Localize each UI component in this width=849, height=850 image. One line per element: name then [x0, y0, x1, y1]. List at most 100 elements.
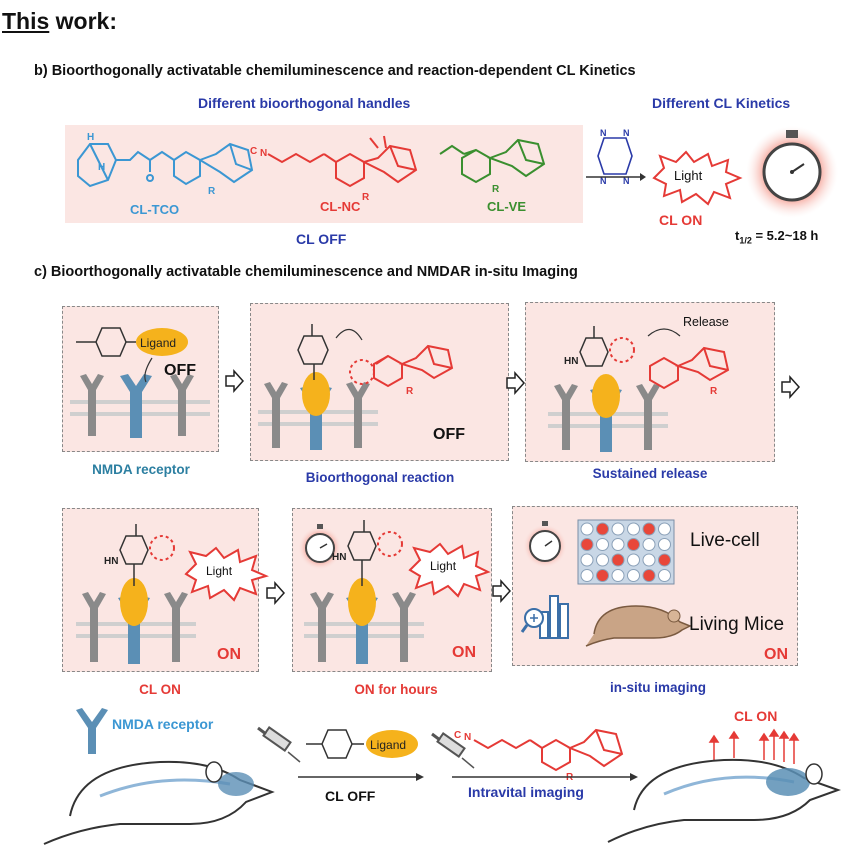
svg-text:N: N — [600, 176, 607, 186]
caption-sustained-release: Sustained release — [592, 466, 708, 481]
caption-bioorthogonal-reaction: Bioorthogonal reaction — [305, 470, 455, 485]
ligand-label: Ligand — [370, 738, 406, 752]
well — [627, 522, 640, 536]
receptor-membrane-1 — [70, 374, 210, 438]
hn-label: HN — [104, 556, 118, 567]
section-c-title: c) Bioorthogonally activatable chemilumi… — [34, 264, 578, 280]
receptor-legend-icon — [76, 708, 108, 754]
receptor-membrane-2 — [258, 372, 378, 450]
pyridazine-2: HN — [332, 520, 403, 586]
ligand-tetrazine-bottom: Ligand — [306, 729, 418, 759]
stopwatch-icon — [746, 126, 838, 218]
well — [627, 569, 640, 582]
stopwatch-icon — [523, 521, 567, 568]
arrow-right-icon — [586, 173, 646, 181]
well — [642, 553, 656, 567]
light-label: Light — [674, 168, 703, 183]
cl-off-label: CL OFF — [296, 231, 347, 247]
well — [658, 569, 671, 582]
off-state-1: OFF — [164, 362, 196, 379]
svg-text:N: N — [600, 128, 607, 138]
half-life-label: t1/2 = 5.2~18 h — [735, 228, 819, 246]
on-state-1: ON — [217, 646, 241, 663]
pyridazine-released: R HN — [564, 326, 730, 397]
well — [596, 538, 609, 551]
c-atom-label: C — [250, 146, 257, 157]
living-mice-label: Living Mice — [689, 614, 785, 635]
release-label: Release — [683, 315, 729, 329]
arrow-right-icon — [781, 375, 801, 399]
bar-chart-magnifier-icon — [520, 595, 569, 639]
r-group-label: R — [208, 186, 216, 197]
well — [627, 538, 640, 551]
probe-label-tco: CL-TCO — [130, 202, 180, 217]
light-label: Light — [430, 559, 457, 573]
arrow-right-icon — [266, 581, 286, 605]
h-atom-label: H — [87, 132, 94, 143]
n-atom-label: N — [260, 148, 267, 159]
probes-panel — [65, 125, 583, 223]
r-group-label: R — [492, 184, 500, 195]
caption-on-for-hours: ON for hours — [354, 682, 438, 697]
ligand-label: Ligand — [140, 336, 176, 350]
cl-tco-structure: H H R — [77, 132, 254, 197]
arrow-right-icon — [492, 579, 512, 603]
well — [658, 522, 671, 536]
well — [596, 553, 609, 567]
tetrazine-reagent: N N N N — [597, 128, 633, 186]
well — [596, 569, 609, 582]
light-burst-icon — [408, 542, 491, 598]
cl-on-bottom: CL ON — [734, 708, 778, 724]
page-title: This work: — [2, 8, 118, 34]
tetrazine-on-receptor: R — [297, 324, 454, 397]
handles-label: Different bioorthogonal handles — [198, 95, 411, 111]
mouse-icon — [43, 760, 275, 845]
well — [611, 538, 625, 551]
syringe-icon — [431, 732, 475, 769]
caption-cl-on: CL ON — [139, 682, 181, 697]
hn-label: HN — [564, 356, 578, 367]
cl-off-bottom: CL OFF — [325, 788, 376, 804]
kinetics-label: Different CL Kinetics — [652, 95, 791, 111]
cl-ve-structure: R — [439, 138, 546, 195]
well — [580, 522, 594, 536]
arrow-right-icon — [225, 369, 245, 393]
on-state-3: ON — [764, 646, 788, 663]
hn-label: HN — [332, 552, 346, 563]
light-label: Light — [206, 564, 233, 578]
r-group-label: R — [710, 386, 718, 397]
well — [611, 569, 625, 582]
well — [580, 569, 594, 582]
well — [642, 538, 656, 551]
stopwatch-icon — [298, 524, 342, 570]
h-atom-label: H — [98, 162, 105, 173]
r-group-label: R — [406, 386, 414, 397]
svg-text:N: N — [464, 732, 471, 743]
light-burst-icon — [184, 546, 269, 602]
live-cell-label: Live-cell — [690, 530, 760, 551]
pyridazine-1: HN — [104, 524, 175, 586]
well — [611, 522, 625, 536]
well — [596, 522, 609, 536]
receptor-membrane-4 — [76, 578, 196, 664]
ligand-tetrazine: Ligand — [76, 327, 188, 383]
well — [627, 553, 640, 567]
r-group-label: R — [362, 192, 370, 203]
arrow-right-icon — [452, 773, 638, 781]
nmda-receptor-legend: NMDA receptor — [112, 716, 214, 732]
well — [658, 538, 671, 551]
section-b-title: b) Bioorthogonally activatable chemilumi… — [34, 63, 636, 79]
svg-text:C: C — [454, 730, 461, 741]
svg-text:N: N — [623, 176, 630, 186]
well — [642, 569, 656, 582]
probe-label-nc: CL-NC — [320, 199, 361, 214]
well — [658, 553, 671, 567]
well — [642, 522, 656, 536]
intravital-imaging-label: Intravital imaging — [468, 784, 584, 800]
off-state-2: OFF — [433, 426, 465, 443]
mouse-icon — [607, 728, 841, 843]
light-burst-icon — [652, 150, 743, 206]
caption-nmda-receptor: NMDA receptor — [92, 462, 190, 477]
syringe-icon — [257, 726, 301, 763]
mouse-icon — [585, 605, 692, 647]
